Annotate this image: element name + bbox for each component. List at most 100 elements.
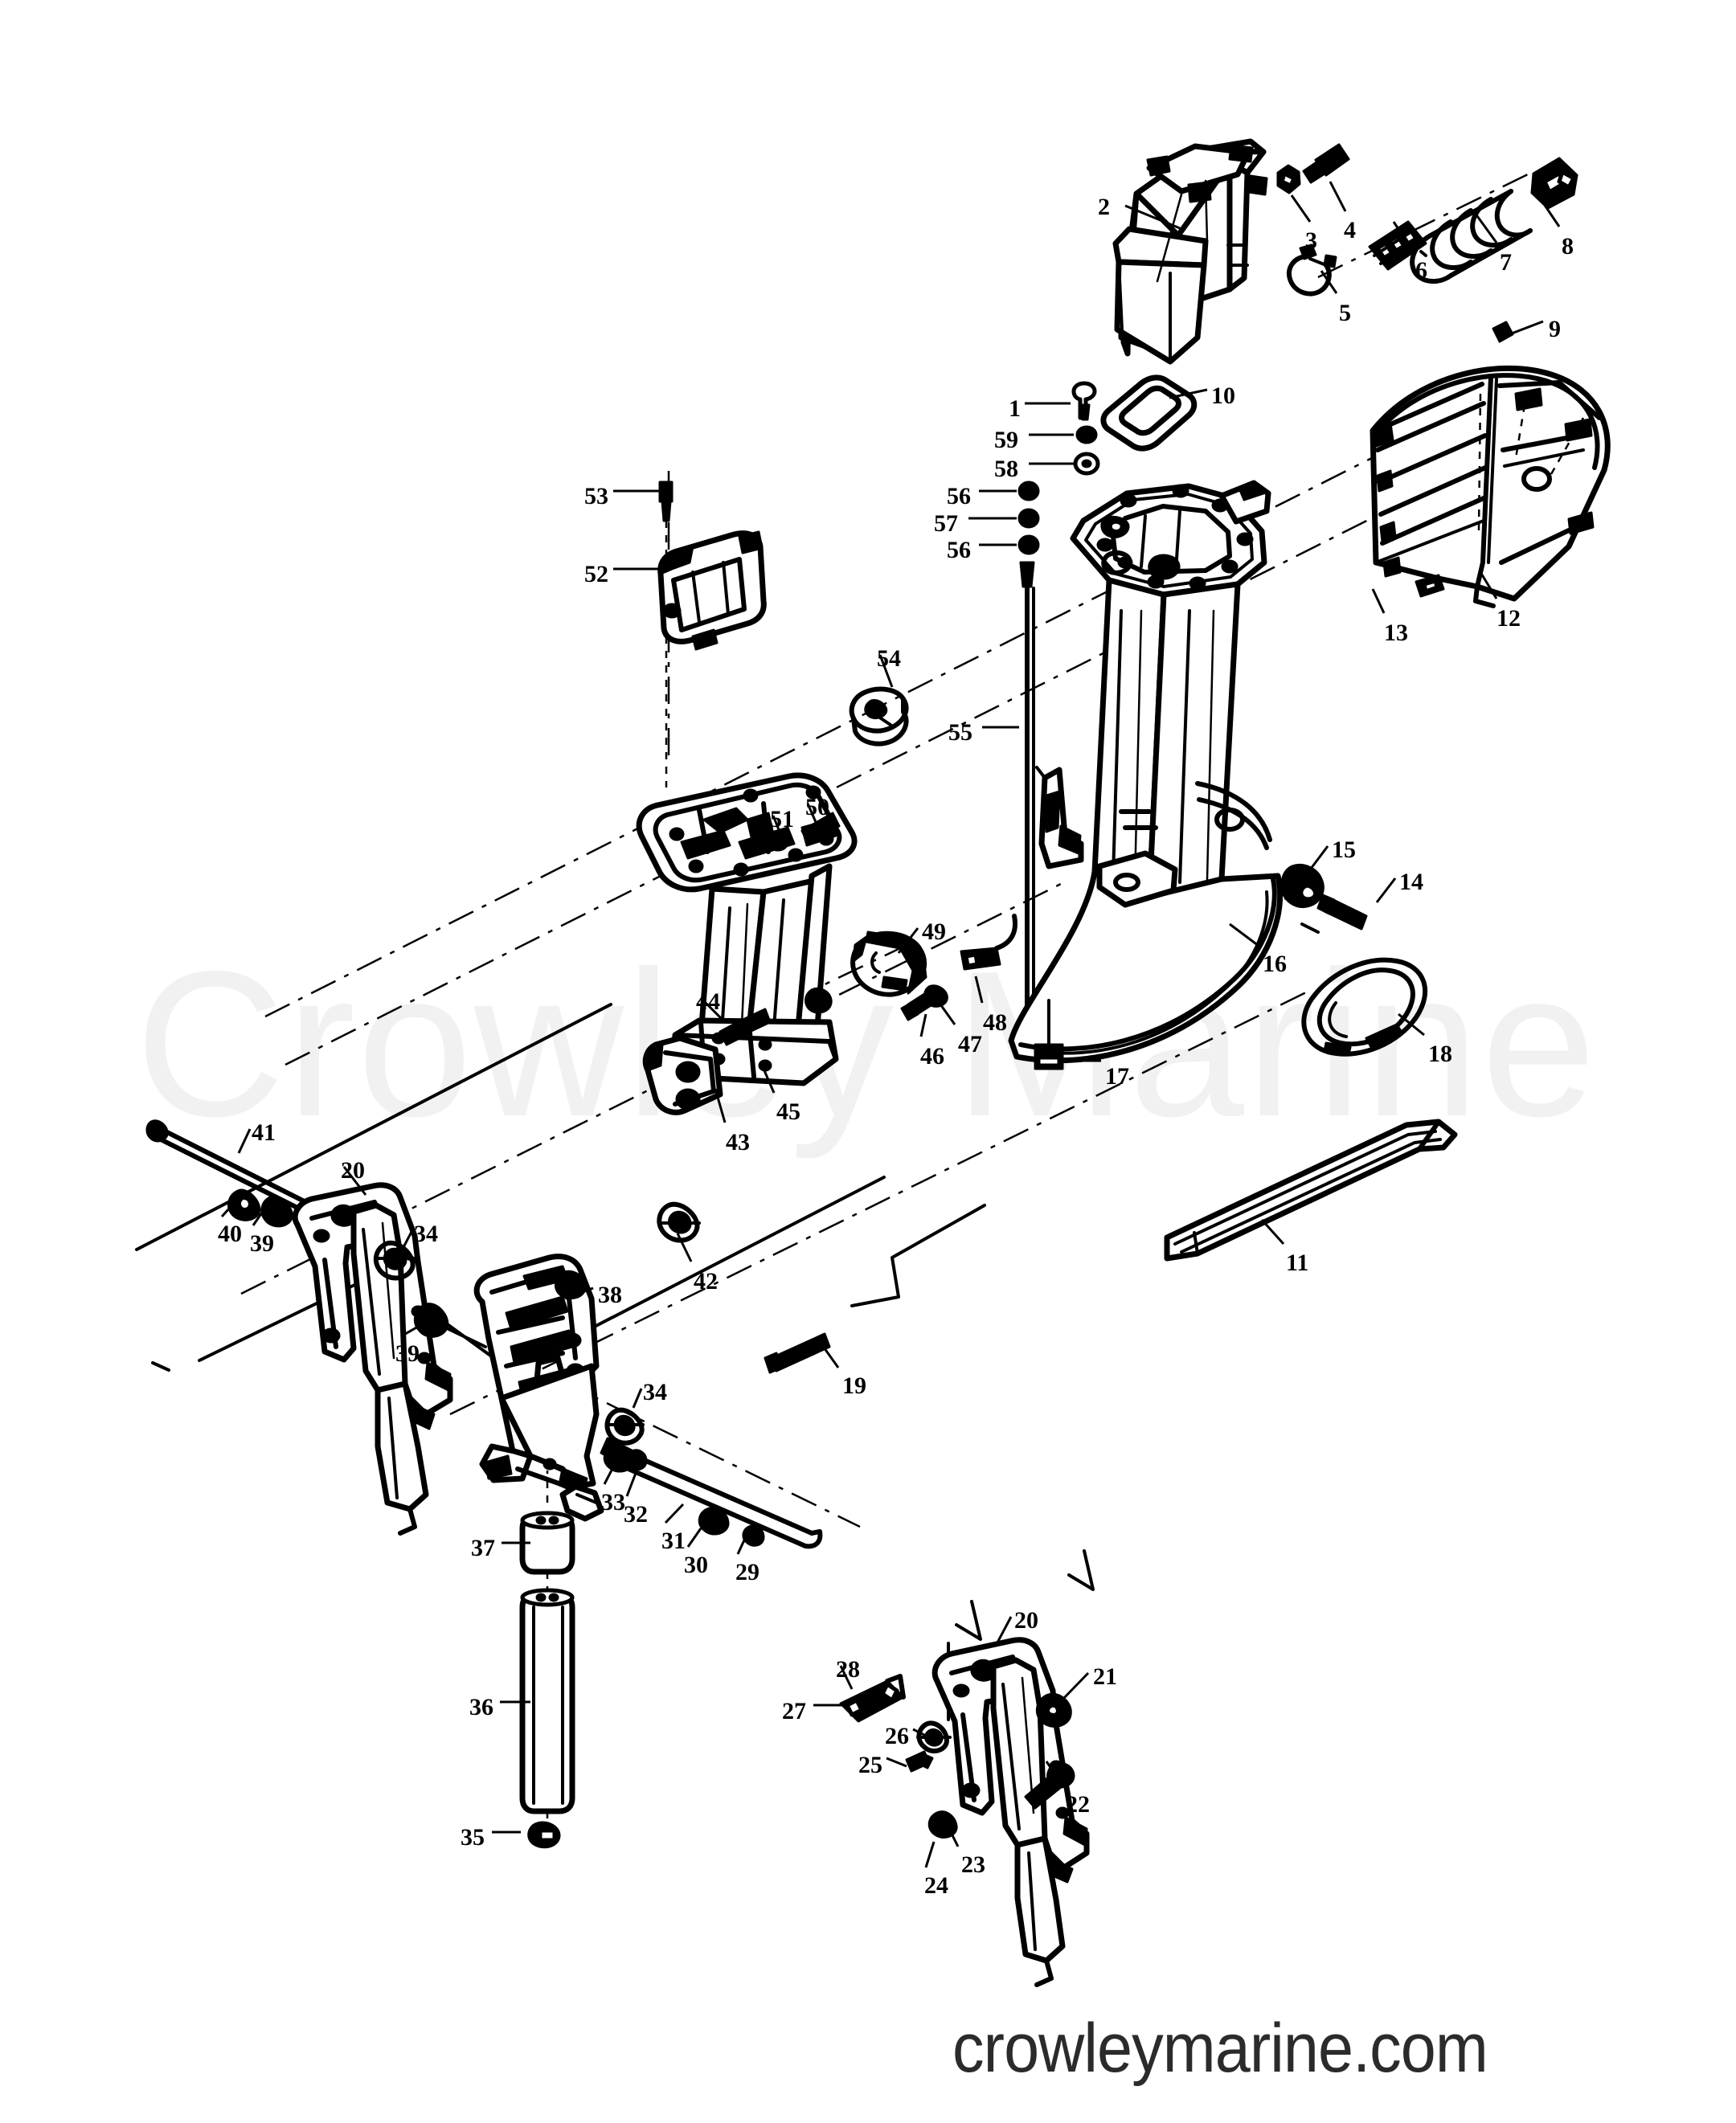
leader-34b	[632, 1388, 643, 1409]
leader-14	[1375, 877, 1397, 903]
part-56-upper-washer	[1017, 481, 1040, 501]
part-35-nut	[527, 1811, 561, 1849]
part-1-screw	[1071, 381, 1097, 421]
part-55-long-rod	[1019, 561, 1038, 1013]
leader-20b	[995, 1616, 1013, 1645]
leader-45	[762, 1068, 776, 1094]
callout-56b: 56	[947, 537, 971, 563]
part-7-bellows	[1410, 189, 1533, 284]
leader-5	[1320, 270, 1338, 294]
leader-54	[878, 654, 894, 688]
callout-31: 31	[661, 1528, 686, 1554]
callout-11: 11	[1286, 1250, 1309, 1276]
callout-41: 41	[252, 1119, 276, 1146]
callout-8: 8	[1562, 233, 1574, 260]
callout-51: 51	[770, 806, 794, 832]
callout-21: 21	[1093, 1663, 1117, 1690]
part-14-bolt	[1316, 894, 1368, 931]
callout-2: 2	[1098, 194, 1110, 220]
leader-13	[1371, 588, 1386, 614]
callout-29: 29	[735, 1559, 760, 1585]
leader-16	[1229, 922, 1259, 947]
leader-15	[1307, 845, 1329, 873]
part-39-upper-bushing	[260, 1195, 293, 1228]
callout-20b: 20	[1014, 1607, 1038, 1634]
part-10-gasket	[1100, 374, 1198, 452]
part-27-link	[839, 1674, 906, 1723]
part-57-washer	[1017, 508, 1040, 529]
part-50-bolt	[800, 812, 841, 845]
callout-28: 28	[836, 1656, 860, 1683]
callout-38: 38	[598, 1282, 622, 1308]
callout-59: 59	[994, 427, 1018, 453]
part-34-washer-b	[604, 1407, 645, 1446]
callout-53: 53	[584, 483, 608, 509]
callout-9: 9	[1549, 316, 1561, 342]
callout-leader-lines	[220, 181, 1561, 1868]
part-56-lower-washer	[1017, 534, 1040, 555]
leader-32	[625, 1468, 639, 1497]
callout-58: 58	[994, 456, 1018, 482]
part-52-cover	[657, 530, 767, 651]
part-43-bracket	[642, 1035, 723, 1115]
callout-26: 26	[885, 1723, 909, 1749]
part-58-washer	[1073, 452, 1100, 476]
callout-34a: 34	[414, 1221, 438, 1247]
part-26-washer	[916, 1720, 952, 1754]
leader-18	[1398, 1012, 1425, 1037]
part-12-side-cowl	[1370, 365, 1611, 608]
callout-34b: 34	[643, 1379, 667, 1405]
leader-51	[772, 815, 786, 845]
part-8-bushing	[1530, 157, 1578, 210]
leader-8	[1536, 194, 1561, 227]
leader-4	[1329, 181, 1347, 212]
callout-15: 15	[1332, 837, 1356, 863]
callout-47: 47	[958, 1031, 982, 1057]
callout-33: 33	[601, 1489, 625, 1516]
callout-35: 35	[461, 1824, 485, 1851]
leader-33	[603, 1462, 617, 1485]
part-39-lower-bushing	[413, 1303, 487, 1348]
part-17-plug	[1034, 999, 1064, 1070]
part-9-screw	[1492, 321, 1514, 343]
leader-48	[974, 976, 984, 1004]
leader-23	[945, 1823, 960, 1847]
callout-1: 1	[1009, 395, 1021, 422]
part-25-screw	[905, 1750, 934, 1773]
leader-46	[919, 1013, 927, 1037]
part-29-pin	[742, 1524, 765, 1547]
part-4-bolt	[1302, 143, 1350, 184]
part-36-tilt-tube	[519, 1588, 575, 1814]
leader-24	[924, 1841, 936, 1868]
leader-25	[886, 1757, 907, 1768]
callout-50: 50	[805, 794, 829, 820]
part-19-bolt	[764, 1332, 831, 1374]
callout-55: 55	[948, 719, 972, 746]
leader-44	[699, 996, 725, 1022]
leader-21	[1062, 1671, 1090, 1700]
part-20-swivel-bracket-left	[292, 1182, 453, 1536]
callout-39a: 39	[250, 1230, 274, 1257]
callout-56a: 56	[947, 483, 971, 509]
footer-url: crowleymarine.com	[952, 2010, 1488, 2087]
callout-27: 27	[782, 1698, 806, 1724]
callout-24: 24	[924, 1872, 948, 1899]
leader-12	[1479, 571, 1498, 599]
leader-50	[806, 803, 820, 828]
leader-20a	[342, 1166, 367, 1196]
leader-39a	[252, 1207, 267, 1226]
callout-7: 7	[1500, 249, 1512, 276]
callout-10: 10	[1211, 382, 1235, 409]
part-48-sleeve	[960, 914, 1017, 971]
callout-20a: 20	[341, 1157, 365, 1184]
part-40-nut	[227, 1188, 261, 1221]
callout-44: 44	[696, 988, 720, 1015]
callout-46: 46	[920, 1043, 944, 1070]
part-54-grommet	[849, 686, 909, 747]
leader-49	[897, 927, 919, 954]
callout-22: 22	[1066, 1791, 1090, 1818]
callout-17: 17	[1105, 1063, 1129, 1090]
part-18-seal-ring	[1301, 957, 1428, 1057]
leader-2	[1124, 204, 1181, 230]
